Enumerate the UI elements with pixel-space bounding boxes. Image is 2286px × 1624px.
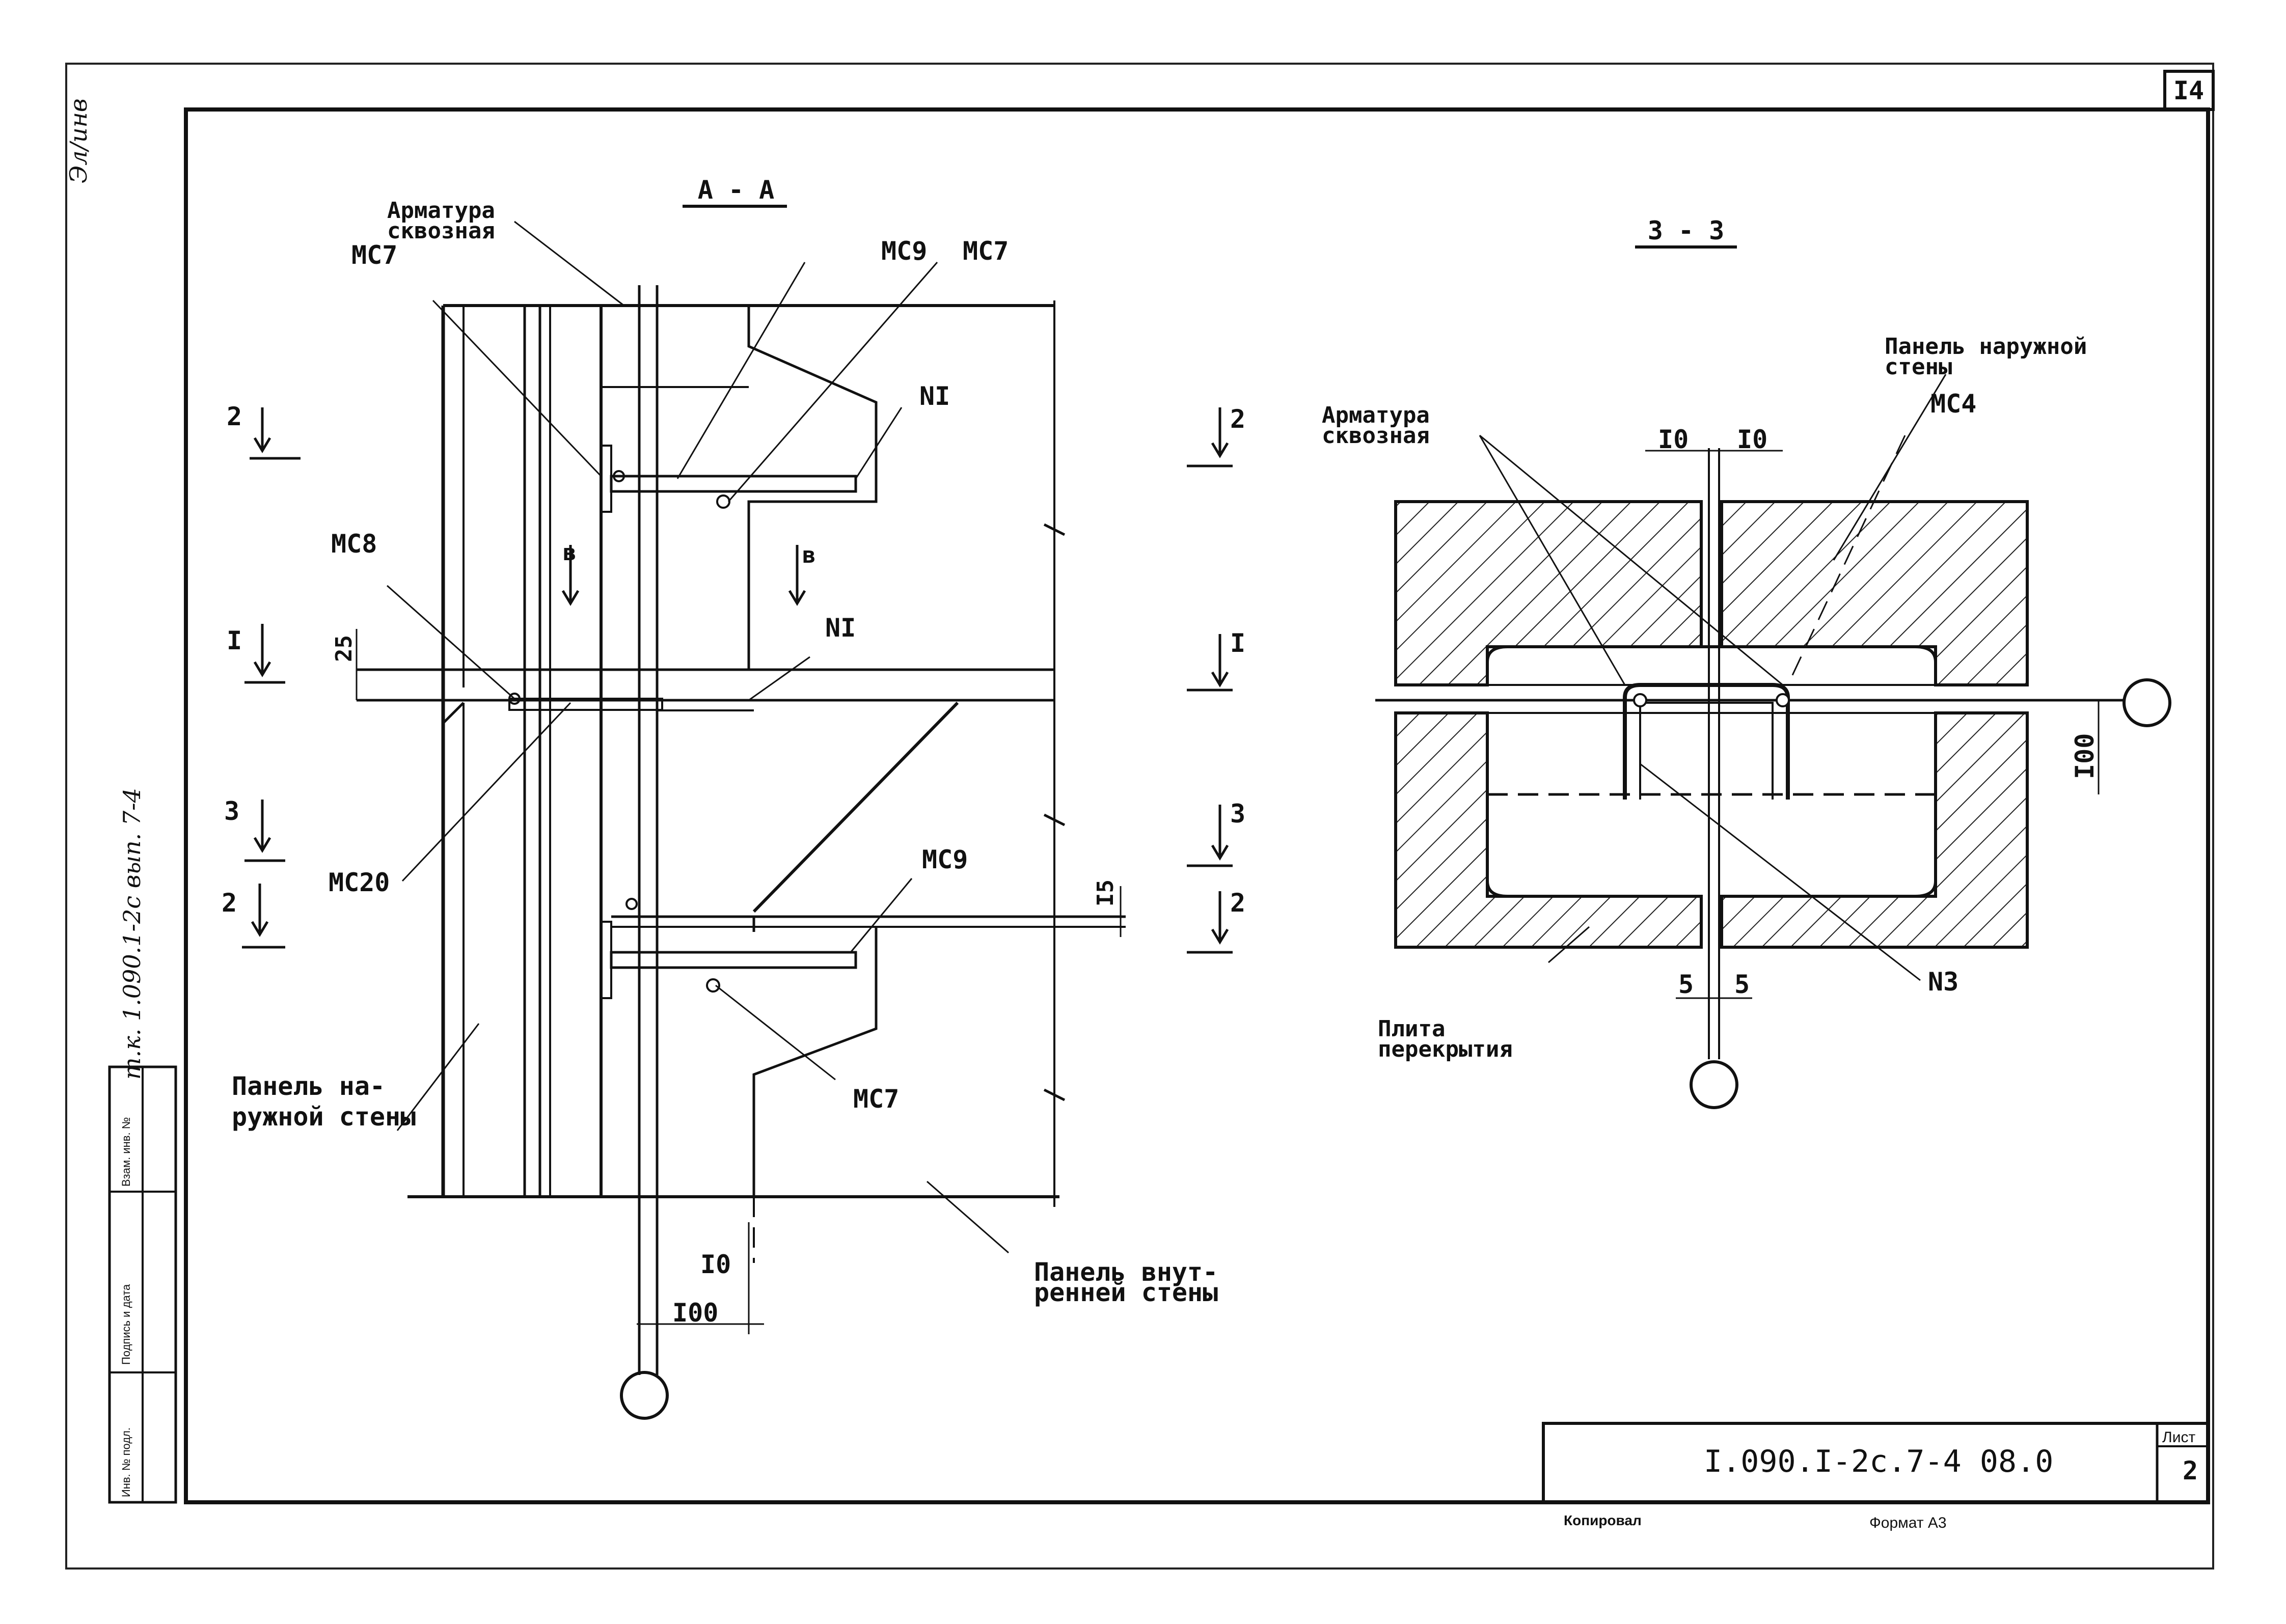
list-label: Лист — [2162, 1429, 2195, 1446]
section-aa: А - А — [331, 175, 1126, 1420]
label-mc7-lower: МС7 — [853, 1084, 899, 1114]
cut-markers-right — [1187, 407, 1233, 954]
dim-10-left: I0 — [1658, 425, 1689, 454]
dim-100-33: I00 — [2070, 733, 2100, 779]
label-33-armatura-2: сквозная — [1322, 423, 1430, 449]
stamp-podpis: Подпись и дата — [120, 1284, 132, 1365]
label-33-n3: N3 — [1928, 967, 1958, 997]
cut-right-3: 3 — [1230, 799, 1245, 829]
dim-15: I5 — [1093, 879, 1119, 906]
sheet-number-box — [2163, 70, 2215, 111]
footer-left: Копировал — [1564, 1512, 1642, 1528]
cut-left-3: 3 — [224, 796, 239, 826]
label-33-mc4: МС4 — [1930, 389, 1976, 419]
cut-right-2: I — [1230, 628, 1245, 658]
label-mc9-lower: МС9 — [922, 845, 968, 874]
dim-100-aa: I00 — [672, 1298, 718, 1328]
stamp-vzam: Взам. инв. № — [120, 1117, 132, 1187]
cut-markers-left — [242, 407, 806, 949]
side-code: т.к. 1.090.1-2с вып. 7-4 — [118, 788, 146, 1080]
cut-right-4: 2 — [1230, 888, 1245, 918]
cut-left-1: 2 — [227, 402, 242, 431]
label-mc20: МС20 — [329, 868, 390, 897]
label-n1-mid: NI — [825, 613, 856, 643]
section-33-title: 3 - 3 — [1648, 216, 1725, 245]
footer-right: Формат А3 — [1869, 1515, 1947, 1531]
label-33-panel-outer-1: Панель наружной — [1885, 334, 2087, 360]
dim-10-aa: I0 — [700, 1250, 731, 1279]
cut-left-4: 2 — [222, 888, 237, 918]
cut-left-2: I — [227, 626, 242, 655]
label-n1-upper: NI — [919, 381, 950, 411]
label-panel-outer-1: Панель на- — [232, 1071, 385, 1101]
dim-25: 25 — [331, 635, 357, 662]
label-armatura-2: сквозная — [387, 218, 495, 244]
axis-marker-right — [2122, 678, 2171, 727]
label-33-armatura-1: Арматура — [1322, 402, 1430, 428]
list-number: 2 — [2183, 1456, 2198, 1485]
title-block: I.090.I-2c.7-4 08.0 Лист 2 — [1542, 1422, 2210, 1504]
label-panel-inner-1: Панель внут- — [1034, 1257, 1218, 1287]
dim-10-right: I0 — [1737, 425, 1767, 454]
label-mc8: МС8 — [331, 529, 377, 559]
axis-marker-bottom — [1690, 1060, 1738, 1109]
rebar-axis-marker-aa — [620, 1371, 669, 1420]
handwritten-mark: Эл/инв — [65, 98, 92, 183]
label-mc9-top: МС9 — [881, 236, 927, 266]
label-33-slab-1: Плита — [1378, 1016, 1445, 1042]
stamp-inv-podl: Инв. № подл. — [120, 1427, 132, 1497]
cut-right-1: 2 — [1230, 404, 1245, 434]
dim-5-left: 5 — [1678, 970, 1694, 999]
side-stamp: Инв. № подл. Подпись и дата Взам. инв. № — [108, 1065, 177, 1504]
label-33-panel-outer-2: стены — [1885, 354, 1952, 380]
dim-5-right: 5 — [1734, 970, 1750, 999]
label-panel-inner-2: ренней стены — [1034, 1278, 1218, 1307]
label-mc7-top-right: МС7 — [963, 236, 1009, 266]
section-aa-title: А - А — [698, 175, 775, 205]
label-33-slab-2: перекрытия — [1378, 1036, 1513, 1062]
title-code: I.090.I-2c.7-4 08.0 — [1704, 1444, 2053, 1479]
label-panel-outer-2: ружной стены — [232, 1102, 416, 1132]
label-armatura-1: Арматура — [387, 198, 495, 224]
cut-v-right: в — [802, 542, 816, 568]
section-33: 3 - 3 I00 — [1375, 216, 2171, 1109]
label-mc7-top-left: МС7 — [351, 240, 397, 270]
sheet-number-top: I4 — [2173, 76, 2204, 105]
paper-edge — [65, 63, 2214, 1570]
